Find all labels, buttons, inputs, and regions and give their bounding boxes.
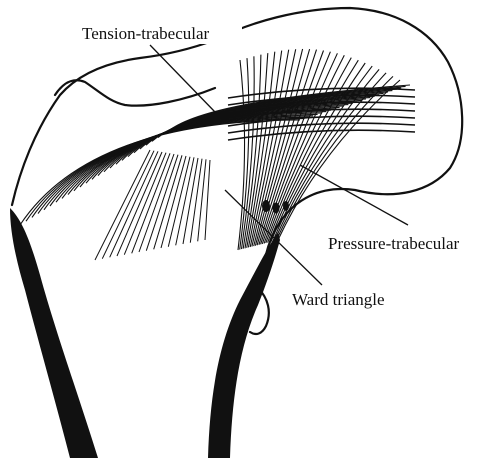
cross-line xyxy=(198,159,206,241)
tension-leader xyxy=(150,45,215,112)
cortical-walls xyxy=(10,208,280,458)
pressure-label: Pressure-trabecular xyxy=(328,234,460,253)
cross-line xyxy=(124,153,166,255)
cross-trabeculae xyxy=(95,150,210,260)
pressure-trabeculae xyxy=(238,49,400,250)
head-band xyxy=(228,130,415,140)
tension-trabeculae xyxy=(20,85,410,225)
ward-knot xyxy=(262,200,289,214)
cross-line xyxy=(139,154,174,252)
ward-label: Ward triangle xyxy=(292,290,385,309)
cross-line xyxy=(205,160,210,240)
cross-line xyxy=(168,157,190,247)
pressure-line xyxy=(259,51,324,245)
medial-cortex xyxy=(208,232,280,458)
cross-line xyxy=(102,151,154,259)
trochanter-notch xyxy=(55,80,215,105)
tension-label: Tension-trabecular xyxy=(82,24,210,43)
cross-line xyxy=(117,152,162,256)
lateral-cortex xyxy=(10,208,98,458)
